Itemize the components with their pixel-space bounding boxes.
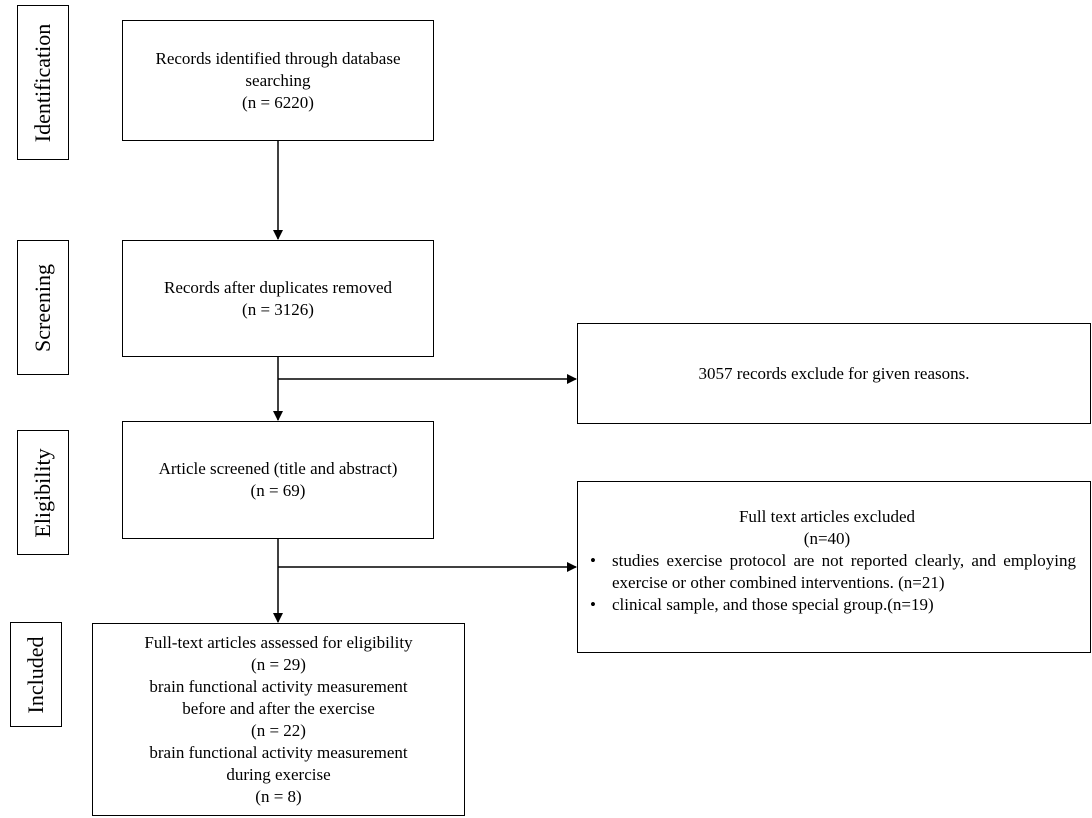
exclusion-reason: clinical sample, and those special group… [578, 594, 1076, 616]
included-count1: (n = 29) [251, 654, 306, 674]
records-identified-count: (n = 6220) [242, 92, 314, 112]
exclusion-reason: studies exercise protocol are not report… [578, 550, 1076, 594]
included-line2: brain functional activity measurement [149, 676, 408, 696]
article-screened-line1: Article screened (title and abstract) [158, 459, 398, 478]
included-line4: brain functional activity measurement [149, 742, 408, 762]
duplicates-removed-box: Records after duplicates removed (n = 31… [122, 240, 434, 357]
article-screened-box: Article screened (title and abstract) (n… [122, 421, 434, 539]
records-identified-box: Records identified through database sear… [122, 20, 434, 141]
included-line1: Full-text articles assessed for eligibil… [144, 632, 413, 652]
stage-eligibility: Eligibility [17, 430, 69, 555]
included-count2: (n = 22) [251, 720, 306, 740]
records-excluded-box: 3057 records exclude for given reasons. [577, 323, 1091, 424]
included-count3: (n = 8) [255, 786, 302, 806]
included-line3: before and after the exercise [182, 698, 375, 718]
records-excluded-text: 3057 records exclude for given reasons. [698, 363, 970, 383]
stage-included: Included [10, 622, 62, 727]
included-box: Full-text articles assessed for eligibil… [92, 623, 465, 816]
article-screened-count: (n = 69) [250, 481, 306, 500]
duplicates-removed-line1: Records after duplicates removed [164, 277, 392, 297]
fulltext-excluded-reasons: studies exercise protocol are not report… [578, 550, 1076, 616]
fulltext-excluded-box: Full text articles excluded (n=40) studi… [577, 481, 1091, 653]
fulltext-excluded-count: (n=40) [803, 529, 851, 548]
duplicates-removed-count: (n = 3126) [242, 299, 314, 319]
records-identified-line2: searching [245, 70, 311, 90]
included-line5: during exercise [226, 764, 331, 784]
stage-identification: Identification [17, 5, 69, 160]
stage-screening: Screening [17, 240, 69, 375]
records-identified-line1: Records identified through database [155, 48, 401, 68]
fulltext-excluded-title: Full text articles excluded [738, 507, 916, 526]
